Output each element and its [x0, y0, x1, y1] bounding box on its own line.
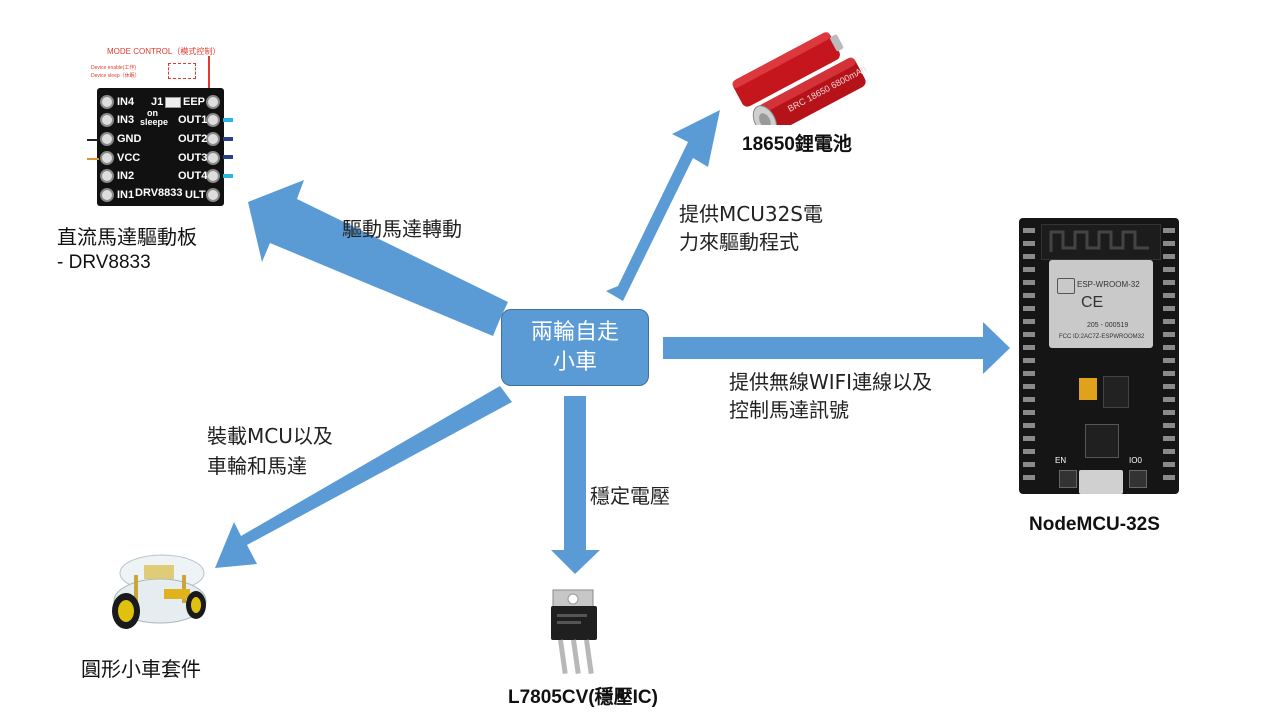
- wire: [87, 139, 99, 141]
- module-name: ESP-WROOM-32: [1077, 280, 1140, 289]
- jumper-outline: [168, 63, 196, 79]
- pin: [206, 169, 220, 183]
- io0-label: IO0: [1129, 456, 1142, 465]
- enable-text: Device enable(工作): [91, 65, 137, 71]
- pin: [100, 113, 114, 127]
- wifi-logo-icon: [1057, 278, 1075, 294]
- pin: [100, 95, 114, 109]
- en-button: [1059, 470, 1077, 488]
- regulator-chip: [1103, 376, 1129, 408]
- pin-label-out3: OUT3: [178, 152, 208, 164]
- sleep-label: sleepe: [140, 117, 169, 127]
- edge-label-mount-line1: 裝載MCU以及: [207, 424, 333, 448]
- mode-line: [208, 56, 210, 90]
- wire: [87, 158, 99, 160]
- edge-label-power: 提供MCU32S電 力來驅動程式: [679, 200, 823, 256]
- wire: [223, 137, 233, 141]
- pin: [100, 132, 114, 146]
- driver-board-image: MODE CONTROL（模式控制） Device enable(工作) Dev…: [85, 44, 235, 206]
- arrow-to-regulator: [551, 396, 600, 574]
- edge-label-wifi-line2: 控制馬達訊號: [729, 398, 849, 422]
- nodemcu-image: ESP-WROOM-32 CE 205 - 000519 FCC ID:2AC7…: [1019, 218, 1179, 494]
- pin-label-out1: OUT1: [178, 114, 208, 126]
- cert-id: 205 - 000519: [1087, 322, 1129, 329]
- pin-label-ult: ULT: [185, 189, 206, 201]
- usb-uart-chip: [1085, 424, 1119, 458]
- fcc-id: FCC ID:2AC7Z-ESPWROOM32: [1059, 334, 1145, 340]
- chip-label: DRV8833: [135, 187, 183, 199]
- arrow-to-mcu: [663, 322, 1010, 374]
- sleep-text: Device sleep（休眠）: [91, 73, 140, 79]
- edge-label-power-line2: 力來驅動程式: [679, 230, 799, 254]
- module-shield: [1049, 260, 1153, 348]
- wire: [223, 174, 233, 178]
- j1-label: J1: [151, 96, 164, 108]
- pin-label-in4: IN4: [117, 96, 135, 108]
- capacitor: [1079, 378, 1097, 400]
- edge-label-wifi-line1: 提供無線WIFI連線以及: [729, 370, 933, 394]
- on-label: on: [147, 108, 158, 118]
- pin-label-in3: IN3: [117, 114, 135, 126]
- regulator-caption: L7805CV(穩壓IC): [508, 687, 658, 708]
- ce-mark: CE: [1081, 294, 1104, 311]
- mode-control-text: MODE CONTROL（模式控制）: [107, 47, 221, 56]
- driver-caption-line2: - DRV8833: [57, 252, 151, 273]
- edge-label-mount-line2: 車輪和馬達: [207, 454, 307, 478]
- arrow-to-car: [215, 386, 512, 568]
- pin-label-out2: OUT2: [178, 133, 208, 145]
- edge-label-wifi: 提供無線WIFI連線以及 控制馬達訊號: [729, 368, 932, 424]
- antenna-trace: [1049, 230, 1149, 252]
- right-pin-header: [1163, 224, 1175, 488]
- pin: [100, 151, 114, 165]
- wire: [223, 118, 233, 122]
- pin: [206, 132, 220, 146]
- car-kit-image: [112, 554, 207, 629]
- center-node: 兩輪自走 小車: [501, 309, 649, 386]
- driver-caption: 直流馬達驅動板 - DRV8833: [57, 224, 197, 276]
- io0-button: [1129, 470, 1147, 488]
- en-label: EN: [1055, 456, 1067, 465]
- arrow-to-driver: [248, 180, 508, 336]
- edge-label-power-line1: 提供MCU32S電: [679, 202, 824, 226]
- center-line2: 小車: [552, 349, 597, 375]
- pin-label-out4: OUT4: [178, 170, 208, 182]
- edge-label-drive-motor: 驅動馬達轉動: [342, 217, 462, 241]
- regulator-image: [551, 589, 597, 674]
- wire: [223, 155, 233, 159]
- pin-label-in1: IN1: [117, 189, 135, 201]
- antenna-area: [1041, 224, 1161, 260]
- pin-label-vcc: VCC: [117, 152, 141, 164]
- jumper: [165, 97, 181, 108]
- pin: [100, 169, 114, 183]
- edge-label-mount: 裝載MCU以及 車輪和馬達: [207, 421, 333, 481]
- battery-image: BRC 18650 6800mAh: [732, 31, 868, 125]
- arrow-to-battery: [606, 110, 720, 301]
- center-line1: 兩輪自走: [530, 319, 619, 345]
- pin: [206, 113, 220, 127]
- left-pin-header: [1023, 224, 1035, 488]
- micro-usb-port: [1079, 470, 1123, 494]
- pin: [206, 188, 220, 202]
- car-kit-caption: 圓形小車套件: [81, 657, 201, 681]
- driver-caption-line1: 直流馬達驅動板: [57, 225, 197, 249]
- pin-label-eep: EEP: [183, 96, 206, 108]
- pin: [206, 95, 220, 109]
- pin: [206, 151, 220, 165]
- mcu-caption: NodeMCU-32S: [1029, 514, 1160, 535]
- battery-caption: 18650鋰電池: [742, 134, 852, 155]
- edge-label-voltage: 穩定電壓: [590, 484, 670, 508]
- pin-label-gnd: GND: [117, 133, 142, 145]
- driver-pcb: [97, 88, 224, 206]
- pin-label-in2: IN2: [117, 170, 135, 182]
- pin: [100, 188, 114, 202]
